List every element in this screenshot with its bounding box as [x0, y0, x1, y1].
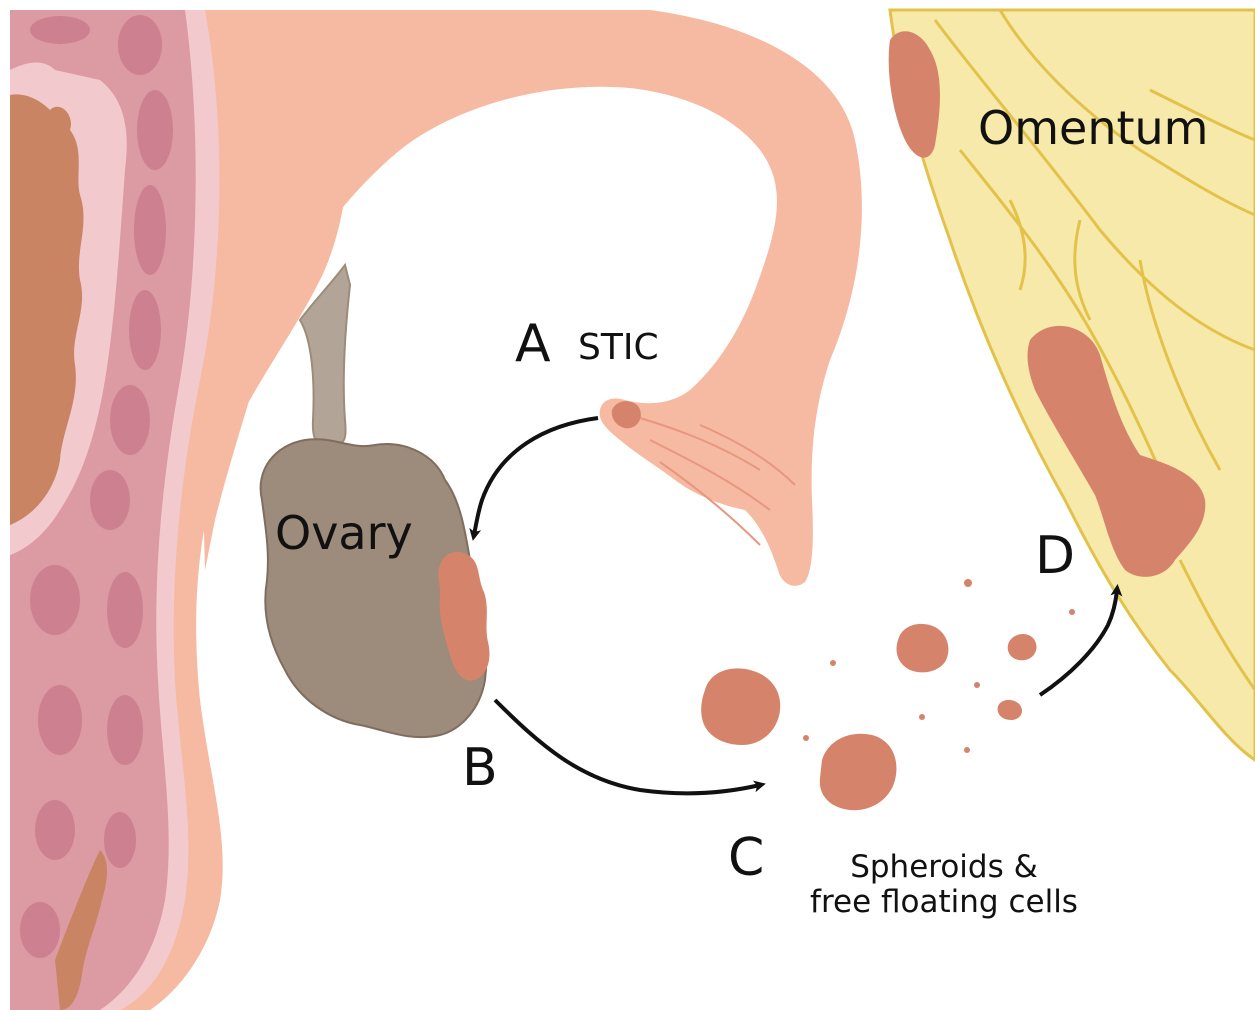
free-cell	[964, 579, 972, 587]
free-cell	[803, 735, 809, 741]
spheroids-caption: Spheroids & free floating cells	[784, 850, 1104, 919]
arrow-c-to-d	[1040, 590, 1117, 695]
free-cell	[830, 660, 836, 666]
spheroid-small-2	[998, 700, 1022, 720]
stic-label: STIC	[578, 330, 659, 366]
free-cell	[964, 747, 970, 753]
spheroid-large-2	[820, 734, 897, 810]
ovary	[261, 439, 490, 737]
spheroid-small-1	[1008, 634, 1037, 660]
spheroid-medium	[897, 624, 949, 672]
step-b-label: B	[462, 742, 498, 794]
free-cell	[1069, 609, 1075, 615]
spheroids-caption-line1: Spheroids &	[784, 850, 1104, 885]
step-c-label: C	[728, 832, 764, 884]
ovary-label: Ovary	[275, 510, 413, 556]
free-cell	[919, 714, 925, 720]
spheroids-caption-line2: free floating cells	[784, 885, 1104, 920]
spheroids	[701, 579, 1075, 810]
step-d-label: D	[1035, 530, 1075, 582]
omentum-label: Omentum	[978, 105, 1208, 151]
spheroid-large-1	[701, 668, 780, 745]
free-cell	[974, 682, 980, 688]
arrow-a-to-ovary	[474, 418, 598, 535]
step-a-label: A	[515, 318, 551, 370]
